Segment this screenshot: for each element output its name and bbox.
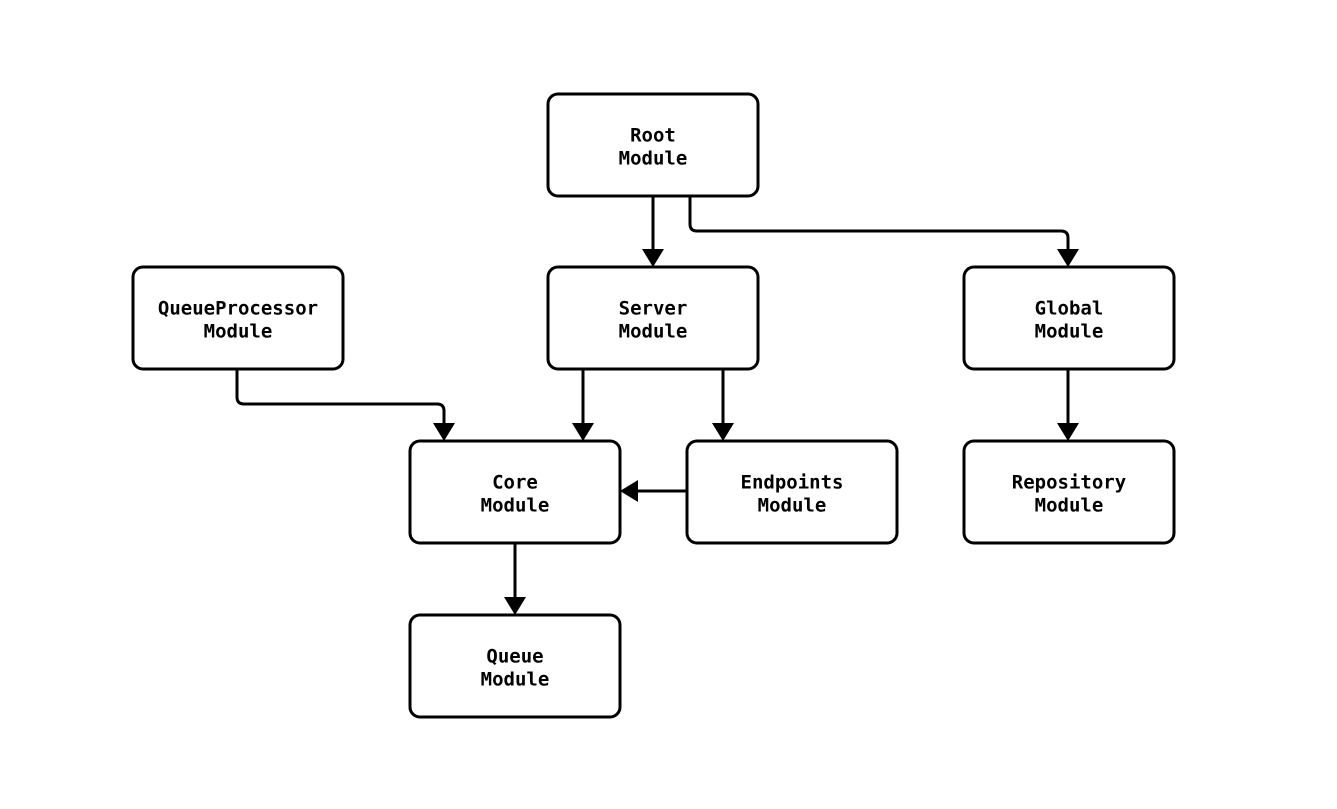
node-endpoints-label-line2: Module: [758, 495, 827, 517]
node-global[interactable]: Global Module: [962, 265, 1176, 371]
node-queueprocessor-label-line1: QueueProcessor: [158, 298, 318, 320]
edge-server-endpoints: [712, 369, 734, 441]
node-server[interactable]: Server Module: [546, 265, 760, 371]
edge-global-repository: [1057, 369, 1079, 441]
node-core-box[interactable]: [408, 439, 622, 545]
edge-server-core-arrowhead: [572, 423, 594, 441]
edge-root-global-arrowhead: [1057, 249, 1079, 267]
edge-queueprocessor-core-arrowhead: [433, 423, 455, 441]
node-queueprocessor-box[interactable]: [131, 265, 345, 371]
node-server-label-line1: Server: [619, 298, 688, 320]
node-endpoints[interactable]: Endpoints Module: [685, 439, 899, 545]
node-server-label-line2: Module: [619, 321, 688, 343]
node-queue-label-line2: Module: [481, 669, 550, 691]
node-core-label-line2: Module: [481, 495, 550, 517]
node-queue-box[interactable]: [408, 613, 622, 719]
edge-root-server: [642, 196, 664, 267]
edge-server-core: [572, 369, 594, 441]
node-queueprocessor-label-line2: Module: [204, 321, 273, 343]
edge-core-queue-arrowhead: [504, 597, 526, 615]
node-root-label-line2: Module: [619, 148, 688, 170]
node-global-label-line1: Global: [1035, 298, 1104, 320]
edge-root-server-arrowhead: [642, 249, 664, 267]
edge-endpoints-core-arrowhead: [620, 480, 638, 502]
node-core-label-line1: Core: [492, 472, 538, 494]
node-root-box[interactable]: [546, 92, 760, 198]
node-global-box[interactable]: [962, 265, 1176, 371]
node-repository-box[interactable]: [962, 439, 1176, 545]
edge-queueprocessor-core: [235, 369, 455, 441]
node-queueprocessor[interactable]: QueueProcessor Module: [131, 265, 345, 371]
node-endpoints-label-line1: Endpoints: [741, 472, 844, 494]
node-repository-label-line2: Module: [1035, 495, 1104, 517]
node-endpoints-box[interactable]: [685, 439, 899, 545]
edge-queueprocessor-core-line: [235, 369, 446, 425]
edge-core-queue: [504, 543, 526, 615]
node-queue[interactable]: Queue Module: [408, 613, 622, 719]
edge-server-endpoints-arrowhead: [712, 423, 734, 441]
edge-root-global: [688, 196, 1079, 267]
node-core[interactable]: Core Module: [408, 439, 622, 545]
node-global-label-line2: Module: [1035, 321, 1104, 343]
node-server-box[interactable]: [546, 265, 760, 371]
edge-endpoints-core: [620, 480, 687, 502]
node-repository[interactable]: Repository Module: [962, 439, 1176, 545]
edge-root-global-line: [688, 196, 1070, 251]
node-root[interactable]: Root Module: [546, 92, 760, 198]
edge-global-repository-arrowhead: [1057, 423, 1079, 441]
node-queue-label-line1: Queue: [486, 646, 543, 668]
node-repository-label-line1: Repository: [1012, 472, 1126, 494]
node-root-label-line1: Root: [630, 125, 676, 147]
